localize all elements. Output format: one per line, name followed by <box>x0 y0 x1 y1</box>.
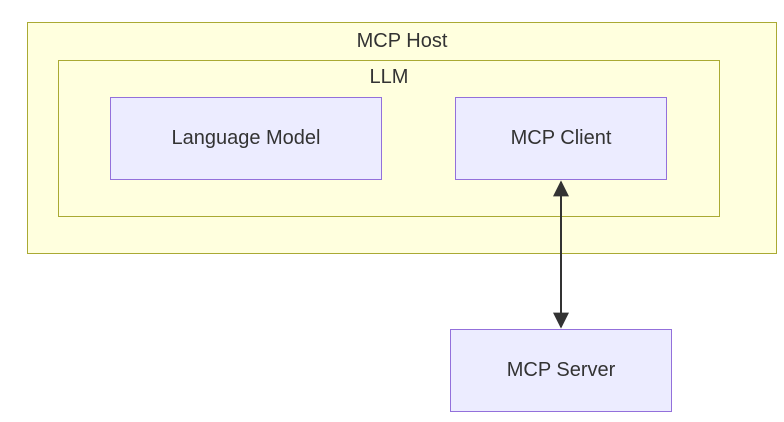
mcp-client-label: MCP Client <box>510 127 612 149</box>
language-model-node[interactable]: Language Model <box>110 97 382 180</box>
mcp-server-label: MCP Server <box>506 359 616 381</box>
llm-label: LLM <box>369 66 409 88</box>
mcp-server-node[interactable]: MCP Server <box>450 329 672 412</box>
mcp-client-node[interactable]: MCP Client <box>455 97 667 180</box>
language-model-label: Language Model <box>171 127 321 149</box>
mcp-host-label: MCP Host <box>356 30 448 52</box>
